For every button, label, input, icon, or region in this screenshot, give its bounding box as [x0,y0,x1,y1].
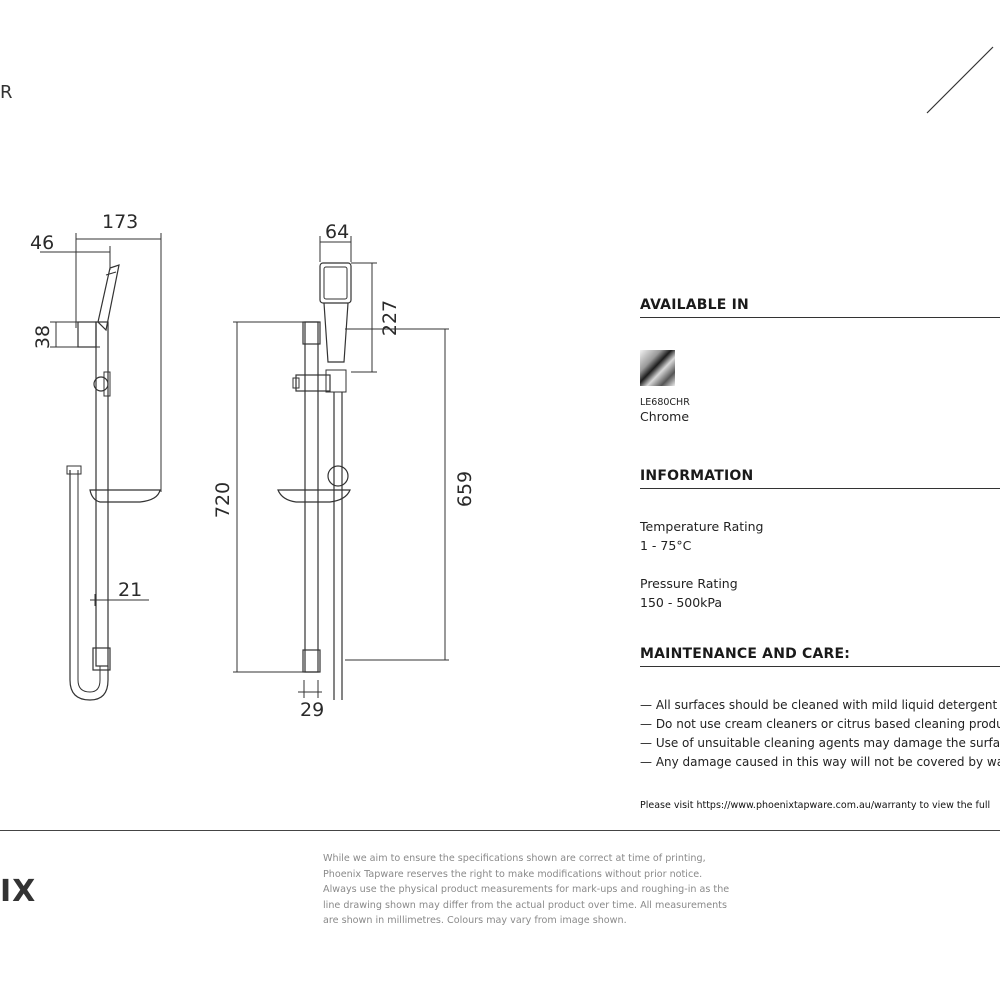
dim-173-label: 173 [102,211,138,233]
chrome-swatch [640,350,675,386]
dim-659-label: 659 [454,471,476,507]
disclaimer-line: While we aim to ensure the specification… [323,853,706,864]
side-top-bracket [77,321,97,348]
front-view [233,236,449,700]
maintenance-item: — Any damage caused in this way will not… [640,755,1000,769]
corner-diagonal-line [926,46,994,114]
maintenance-title: MAINTENANCE AND CARE: [640,646,1000,667]
maintenance-item: — All surfaces should be cleaned with mi… [640,698,1000,712]
footer-divider [0,830,1000,831]
front-soap-dish [277,489,351,503]
product-code: LE680CHR [640,397,690,408]
disclaimer: While we aim to ensure the specification… [323,851,763,929]
pressure-label: Pressure Rating [640,576,738,591]
warranty-note: Please visit https://www.phoenixtapware.… [640,800,991,811]
disclaimer-line: line drawing shown may differ from the a… [323,899,727,911]
maintenance-list: — All surfaces should be cleaned with mi… [640,696,1000,772]
maintenance-item: — Use of unsuitable cleaning agents may … [640,736,1000,750]
disclaimer-line: Phoenix Tapware reserves the right to ma… [323,868,703,880]
side-rail [95,321,109,667]
front-hose-ring [327,465,349,487]
dim-29-label: 29 [300,699,324,721]
disclaimer-line: Always use the physical product measurem… [323,884,730,895]
front-slider [295,374,331,392]
front-handshower-handle [323,302,349,363]
maintenance-section: MAINTENANCE AND CARE: [640,646,1000,667]
side-hose [69,470,109,701]
dim-46-label: 46 [30,232,54,254]
available-title: AVAILABLE IN [640,297,1000,318]
dim-64-label: 64 [325,221,349,243]
finish-name: Chrome [640,409,690,424]
information-section: INFORMATION [640,468,1000,489]
temperature-value: 1 - 75°C [640,538,692,553]
brand-logo-fragment: IX [0,874,37,909]
header-fragment: R [0,82,13,103]
dim-720-label: 720 [212,482,234,518]
pressure-value: 150 - 500kPa [640,595,723,610]
side-slider-knob [93,376,109,392]
side-handshower [97,264,120,332]
side-bottom-bracket [92,647,111,671]
disclaimer-line: are shown in millimetres. Colours may va… [323,915,627,926]
front-bottom-bracket [302,649,321,673]
side-soap-dish [89,489,161,503]
front-handshower-head [319,262,352,304]
dim-21-label: 21 [118,579,142,601]
side-view [40,233,162,701]
dim-38-label: 38 [32,325,54,349]
front-top-bracket [302,321,321,345]
maintenance-item: — Do not use cream cleaners or citrus ba… [640,717,1000,731]
dim-227-label: 227 [379,300,401,336]
available-section: AVAILABLE IN [640,297,1000,318]
temperature-label: Temperature Rating [640,519,764,534]
side-slider [103,371,111,397]
information-title: INFORMATION [640,468,1000,489]
side-hose-end [66,465,82,475]
front-handshower-face [323,266,348,300]
